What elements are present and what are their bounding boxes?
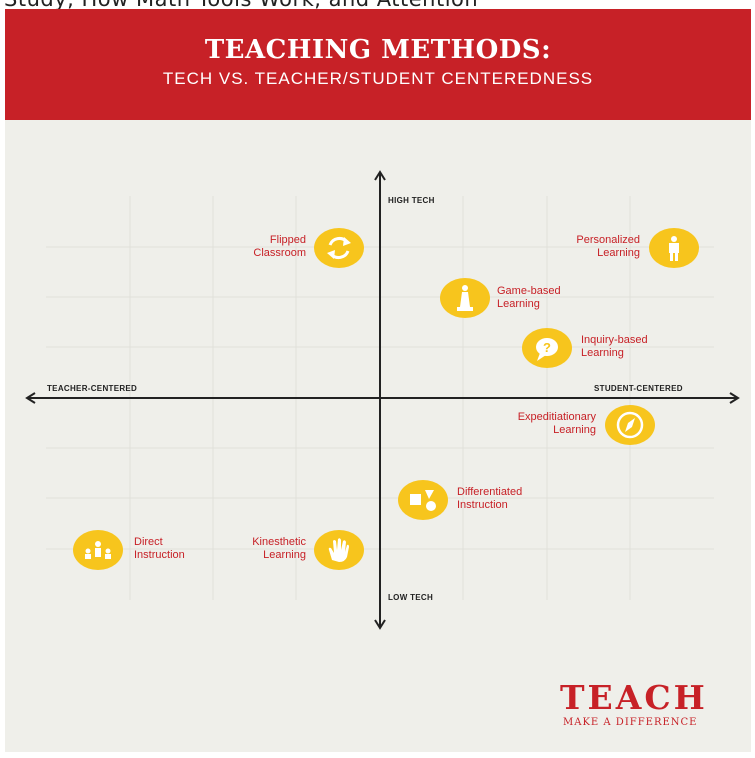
method-label-differentiated: Differentiated Instruction xyxy=(457,486,523,511)
method-label-personalized: Personalized Learning xyxy=(576,234,640,259)
refresh-icon xyxy=(314,228,364,268)
method-label-expeditionary: Expeditiationary Learning xyxy=(517,411,596,436)
question-bubble-icon: ? xyxy=(522,328,572,368)
arrow-down-icon xyxy=(374,619,386,630)
header-banner: TEACHING METHODS: TECH VS. TEACHER/STUDE… xyxy=(5,9,751,120)
axes xyxy=(25,170,740,630)
arrow-left-icon xyxy=(25,392,36,404)
person-icon xyxy=(649,228,699,268)
classroom-icon xyxy=(73,530,123,570)
page-subtitle: TECH VS. TEACHER/STUDENT CENTEREDNESS xyxy=(162,69,594,88)
method-label-direct: Direct Instruction xyxy=(134,536,185,561)
method-label-game: Game-based Learning xyxy=(497,285,561,310)
method-label-kinesthetic: Kinesthetic Learning xyxy=(252,536,306,561)
axis-label-low-tech: LOW TECH xyxy=(388,593,434,602)
cropped-text-strip: Study, How Math Tools Work, and Attentio… xyxy=(0,0,755,9)
svg-text:?: ? xyxy=(543,340,551,355)
hand-icon xyxy=(314,530,364,570)
shapes-icon xyxy=(398,480,448,520)
chess-piece-icon xyxy=(440,278,490,318)
arrow-up-icon xyxy=(374,170,386,181)
logo-tagline: MAKE A DIFFERENCE xyxy=(563,717,698,728)
axis-label-high-tech: HIGH TECH xyxy=(388,196,435,205)
page-title: TEACHING METHODS: xyxy=(204,35,552,65)
axis-label-student-centered: STUDENT-CENTERED xyxy=(594,384,683,393)
method-label-inquiry: Inquiry-based Learning xyxy=(581,334,648,359)
compass-icon xyxy=(605,405,655,445)
teach-logo: TEACH MAKE A DIFFERENCE xyxy=(560,678,720,734)
logo-wordmark: TEACH xyxy=(560,678,708,717)
method-label-flipped: Flipped Classroom xyxy=(253,234,306,259)
axis-label-teacher-centered: TEACHER-CENTERED xyxy=(47,384,138,393)
arrow-right-icon xyxy=(729,392,740,404)
cropped-text: Study, How Math Tools Work, and Attentio… xyxy=(4,0,478,9)
